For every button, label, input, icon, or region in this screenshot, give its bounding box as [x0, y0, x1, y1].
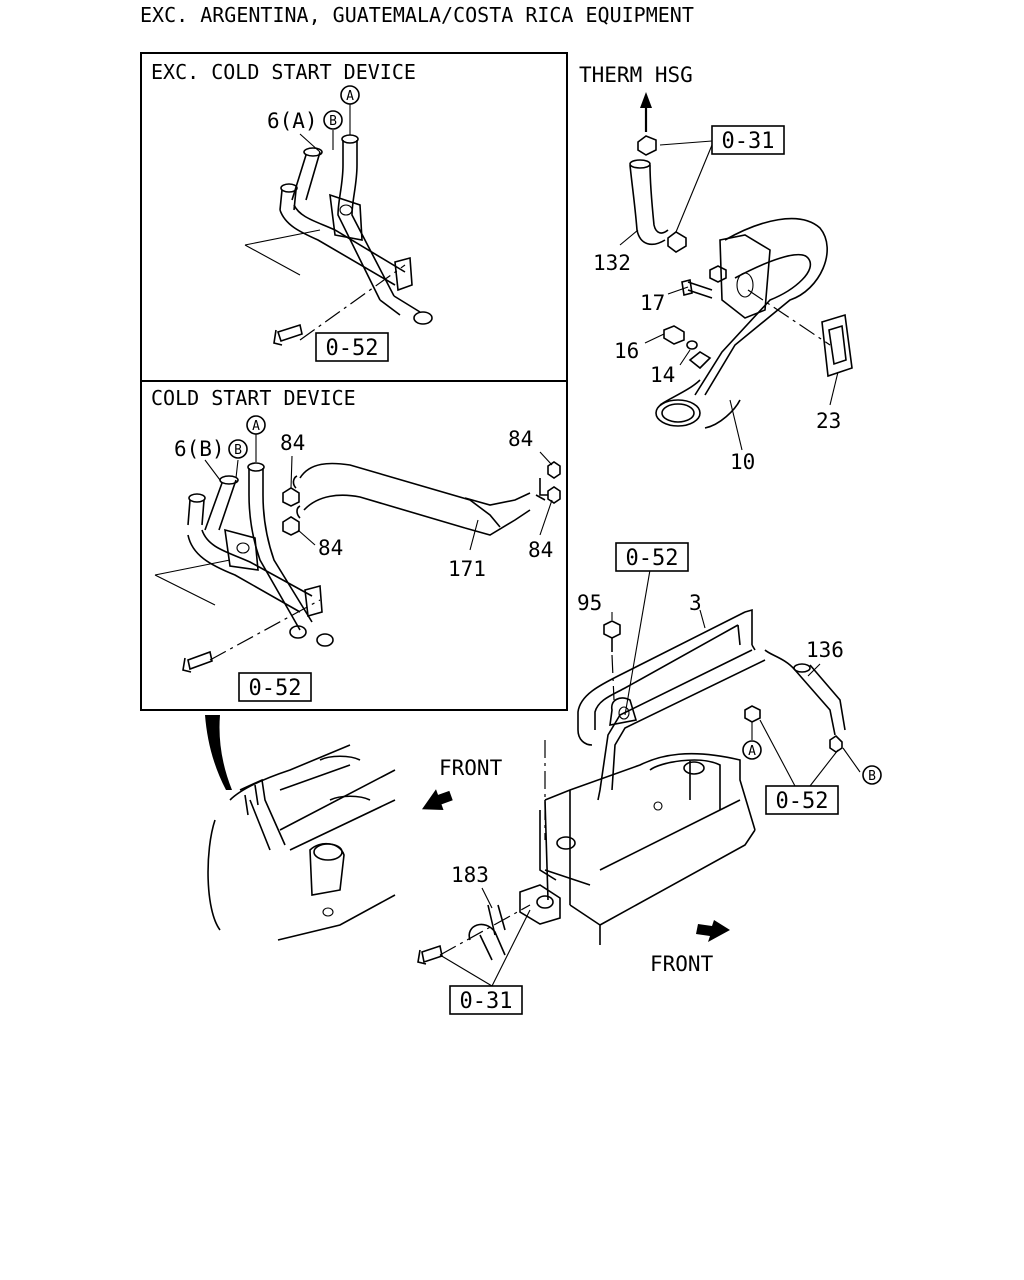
- ref-box-0-31-clamp: 0-31: [460, 989, 513, 1014]
- label-part-10: 10: [730, 450, 755, 474]
- thermostat-outlet-assembly: [629, 92, 853, 429]
- bypass-pipe-assembly: [417, 608, 846, 965]
- inset-title-cold-start: COLD START DEVICE: [151, 386, 356, 410]
- ref-box-0-31-therm: 0-31: [722, 129, 775, 154]
- label-part-132: 132: [593, 251, 631, 275]
- ref-box-0-52-bottom-inset: 0-52: [249, 676, 302, 701]
- label-therm-hsg: THERM HSG: [579, 63, 693, 87]
- label-part-171: 171: [448, 557, 486, 581]
- label-part-6b: 6(B): [174, 437, 225, 461]
- circle-ref-b-engine: B: [868, 769, 876, 784]
- engine-overview: [205, 715, 730, 942]
- label-front-upper: FRONT: [439, 756, 503, 780]
- ref-box-0-52-top-inset: 0-52: [326, 336, 379, 361]
- part-labels: 6(A) 6(B) 84 84 84 84 171 THERM HSG 132 …: [174, 63, 844, 976]
- circle-ref-a-bottom: A: [252, 419, 260, 434]
- label-part-16: 16: [614, 339, 639, 363]
- circle-ref-b-top: B: [329, 114, 337, 129]
- diagram-title: EXC. ARGENTINA, GUATEMALA/COSTA RICA EQU…: [140, 3, 694, 27]
- label-part-95: 95: [577, 591, 602, 615]
- label-front-lower: FRONT: [650, 952, 714, 976]
- inset-title-exc-cold-start: EXC. COLD START DEVICE: [151, 60, 416, 84]
- label-part-84-b: 84: [318, 536, 343, 560]
- label-part-23: 23: [816, 409, 841, 433]
- water-pipe-assembly-bottom: [154, 461, 561, 673]
- label-part-84-a: 84: [280, 431, 305, 455]
- circle-refs: A B A B A B: [228, 85, 882, 785]
- label-part-3: 3: [689, 591, 702, 615]
- label-part-136: 136: [806, 638, 844, 662]
- ref-box-0-52-clip: 0-52: [626, 546, 679, 571]
- leader-lines: [204, 104, 861, 987]
- label-part-17: 17: [640, 291, 665, 315]
- boxed-refs: 0-52 0-52 0-31 0-52 0-52 0-31: [238, 125, 839, 1015]
- ref-box-0-52-engine: 0-52: [776, 789, 829, 814]
- water-pipe-assembly-top: [244, 134, 433, 346]
- circle-ref-b-bottom: B: [234, 443, 242, 458]
- label-part-14: 14: [650, 363, 675, 387]
- label-part-84-c: 84: [508, 427, 533, 451]
- label-part-183: 183: [451, 863, 489, 887]
- circle-ref-a-engine: A: [748, 744, 756, 759]
- label-part-6a: 6(A): [267, 109, 318, 133]
- label-part-84-d: 84: [528, 538, 553, 562]
- circle-ref-a-top: A: [346, 89, 354, 104]
